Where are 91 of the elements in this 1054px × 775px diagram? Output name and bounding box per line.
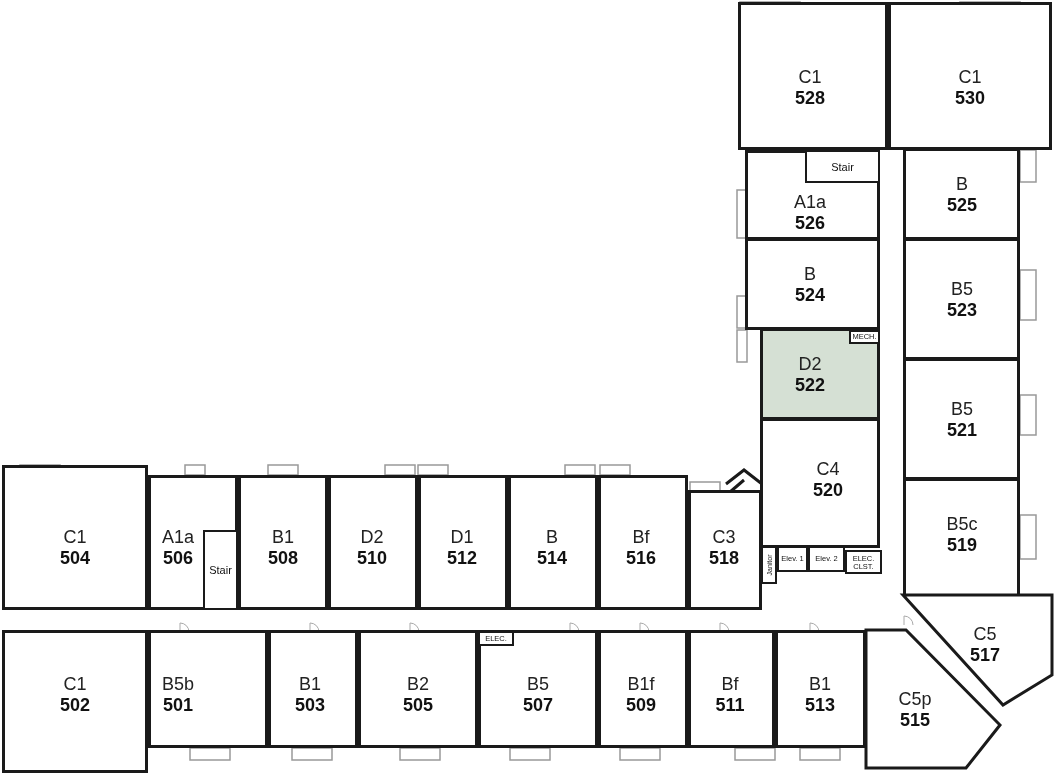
- apartment-unit: [903, 478, 1020, 597]
- apartment-unit: [268, 630, 358, 748]
- unit-type-label: B5: [951, 279, 973, 300]
- unit-number: 507: [523, 695, 553, 716]
- apartment-unit: [418, 475, 508, 610]
- unit-number: 513: [805, 695, 835, 716]
- unit-number: 524: [795, 285, 825, 306]
- unit-number: 525: [947, 195, 977, 216]
- apartment-unit: [358, 630, 478, 748]
- apartment-unit: [238, 475, 328, 610]
- unit-number: 505: [403, 695, 433, 716]
- apartment-unit: [903, 148, 1020, 240]
- unit-type-label: B: [956, 174, 968, 195]
- service-room: [777, 546, 808, 572]
- apartment-unit: [775, 630, 866, 748]
- service-room: [808, 546, 845, 572]
- unit-type-label: B1f: [627, 674, 655, 695]
- apartment-unit: [903, 238, 1020, 360]
- apartment-unit: [888, 2, 1052, 150]
- unit-number: 522: [795, 375, 825, 396]
- service-room: [805, 150, 880, 183]
- unit-type-label: C5: [973, 624, 997, 645]
- unit-type-label: A1a: [162, 527, 194, 548]
- unit-type-label: D2: [360, 527, 384, 548]
- apartment-unit: [508, 475, 598, 610]
- service-room: [761, 546, 777, 584]
- apartment-unit: [738, 2, 888, 150]
- unit-type-label: B1: [272, 527, 294, 548]
- apartment-unit: [598, 630, 688, 748]
- unit-number: 508: [268, 548, 298, 569]
- unit-number: 516: [626, 548, 656, 569]
- unit-type-label: C4: [816, 459, 840, 480]
- unit-type-label: B5: [951, 399, 973, 420]
- unit-type-label: Bf: [632, 527, 650, 548]
- unit-number: 517: [970, 645, 1000, 666]
- apartment-unit: [760, 418, 880, 548]
- unit-type-label: B: [804, 264, 816, 285]
- unit-number: 511: [715, 695, 745, 716]
- unit-type-label: C1: [63, 674, 87, 695]
- room-label: Stair: [208, 564, 233, 576]
- unit-number: 520: [813, 480, 843, 501]
- unit-number: 512: [447, 548, 477, 569]
- apartment-unit: [688, 490, 762, 610]
- unit-type-label: B5c: [946, 514, 978, 535]
- apartment-unit: [598, 475, 688, 610]
- unit-number: 526: [794, 213, 825, 234]
- unit-number: 514: [537, 548, 567, 569]
- unit-type-label: Bf: [721, 674, 739, 695]
- unit-number: 518: [709, 548, 739, 569]
- unit-number: 506: [162, 548, 193, 569]
- unit-type-label: C1: [958, 67, 982, 88]
- unit-type-label: B: [546, 527, 558, 548]
- unit-type-label: B2: [407, 674, 429, 695]
- unit-number: 509: [626, 695, 656, 716]
- unit-number: 501: [162, 695, 193, 716]
- apartment-unit: [2, 630, 148, 773]
- apartment-unit: [688, 630, 775, 748]
- unit-number: 523: [947, 300, 977, 321]
- unit-type-label: C5p: [898, 689, 932, 710]
- unit-type-label: D1: [450, 527, 474, 548]
- apartment-unit: [745, 238, 880, 330]
- room-label: Stair: [831, 161, 854, 172]
- apartment-unit: [2, 465, 148, 610]
- unit-number: 502: [60, 695, 90, 716]
- service-room: [845, 550, 882, 574]
- service-room: [478, 631, 514, 646]
- apartment-unit: [478, 630, 598, 748]
- unit-type-label: C3: [712, 527, 736, 548]
- unit-type-label: B5: [527, 674, 549, 695]
- unit-type-label: C1: [798, 67, 822, 88]
- unit-number: 521: [947, 420, 977, 441]
- unit-type-label: C1: [63, 527, 87, 548]
- unit-number: 503: [295, 695, 325, 716]
- unit-type-label: D2: [798, 354, 822, 375]
- service-room: [203, 530, 238, 610]
- apartment-unit: [328, 475, 418, 610]
- unit-number: 528: [795, 88, 825, 109]
- apartment-unit: [148, 475, 238, 610]
- apartment-unit: [903, 358, 1020, 480]
- unit-number: 510: [357, 548, 387, 569]
- apartment-unit: [745, 150, 880, 240]
- unit-type-label: B1: [299, 674, 321, 695]
- unit-number: 530: [955, 88, 985, 109]
- apartment-unit: [148, 630, 268, 748]
- unit-number: 515: [899, 710, 930, 731]
- unit-number: 519: [946, 535, 977, 556]
- unit-type-label: A1a: [794, 192, 826, 213]
- unit-type-label: B5b: [162, 674, 194, 695]
- unit-number: 504: [60, 548, 90, 569]
- apartment-unit: [760, 328, 880, 420]
- unit-type-label: B1: [809, 674, 831, 695]
